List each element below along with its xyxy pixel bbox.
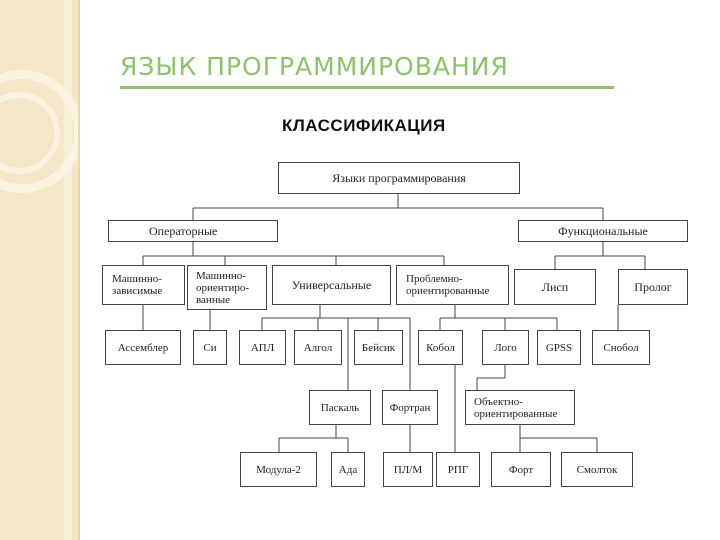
node-lisp: Лисп xyxy=(514,269,596,305)
node-fortran: Фортран xyxy=(382,390,438,425)
connector-line xyxy=(143,242,444,265)
connector-line xyxy=(279,425,348,452)
node-logo: Лого xyxy=(482,330,529,365)
node-programming-languages: Языки программирования xyxy=(278,162,520,194)
node-prolog: Пролог xyxy=(618,269,688,305)
connector-line xyxy=(555,242,645,269)
node-forth: Форт xyxy=(491,452,551,487)
node-basic: Бейсик xyxy=(354,330,403,365)
node-modula-2: Модула-2 xyxy=(240,452,317,487)
node-ada: Ада xyxy=(331,452,365,487)
node-universal: Универсальные xyxy=(272,265,391,305)
node-c: Си xyxy=(193,330,227,365)
node-operator: Операторные xyxy=(108,220,278,242)
connector-line xyxy=(477,365,505,390)
node-assembler: Ассемблер xyxy=(105,330,181,365)
node-rpg: РПГ xyxy=(436,452,480,487)
node-apl: АПЛ xyxy=(239,330,286,365)
node-snobol: Снобол xyxy=(592,330,650,365)
node-gpss: GPSS xyxy=(537,330,581,365)
node-object-oriented: Объектно- ориентированные xyxy=(465,390,575,425)
node-algol: Алгол xyxy=(294,330,342,365)
connector-line xyxy=(193,194,603,220)
connector-line xyxy=(440,305,557,330)
node-functional: Функциональные xyxy=(518,220,688,242)
node-smalltalk: Смолток xyxy=(561,452,633,487)
node-cobol: Кобол xyxy=(418,330,463,365)
connector-line xyxy=(520,425,597,452)
node-pascal: Паскаль xyxy=(309,390,371,425)
node-pl1: ПЛ/М xyxy=(383,452,433,487)
node-problem-oriented: Проблемно- ориентированные xyxy=(396,265,509,305)
node-machine-dependent: Машинно- зависимые xyxy=(102,265,185,305)
node-machine-oriented: Машинно- ориентиро- ванные xyxy=(187,265,267,310)
